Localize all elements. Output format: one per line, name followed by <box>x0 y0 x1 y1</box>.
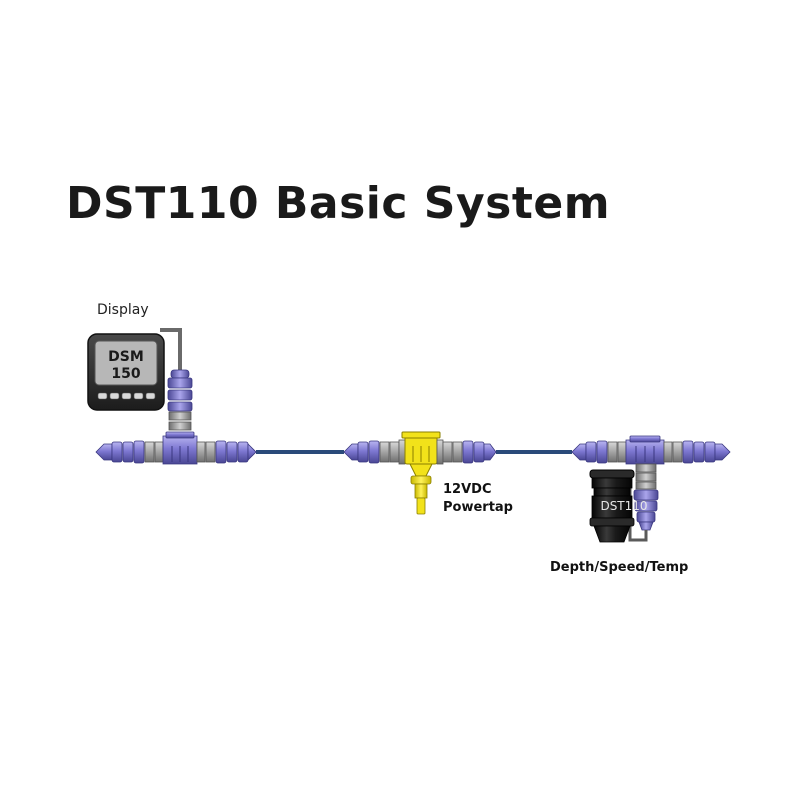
diagram-title: DST110 Basic System <box>66 178 611 229</box>
display-buttons <box>97 392 156 400</box>
display-drop-cable <box>160 328 182 372</box>
display-label: Display <box>97 302 149 318</box>
powertap-label-line1: 12VDC <box>443 482 492 497</box>
right-tee-assembly <box>571 435 731 465</box>
display-screen-line1: DSM <box>108 349 144 365</box>
left-tee-assembly <box>95 431 257 465</box>
display-drop-connector <box>167 369 193 431</box>
sensor-drop-connector <box>633 463 659 531</box>
display-screen-line2: 150 <box>111 366 140 382</box>
powertap-label-line2: Powertap <box>443 500 513 515</box>
middle-tee-assembly <box>343 431 497 515</box>
sensor-label: Depth/Speed/Temp <box>550 560 689 575</box>
dst110-sensor: DST110 <box>589 469 648 543</box>
powertap-label: 12VDC Powertap <box>443 481 513 517</box>
powertap-connector <box>401 431 441 515</box>
display-unit: DSM 150 <box>87 333 165 411</box>
sensor-body-text: DST110 <box>600 499 647 513</box>
